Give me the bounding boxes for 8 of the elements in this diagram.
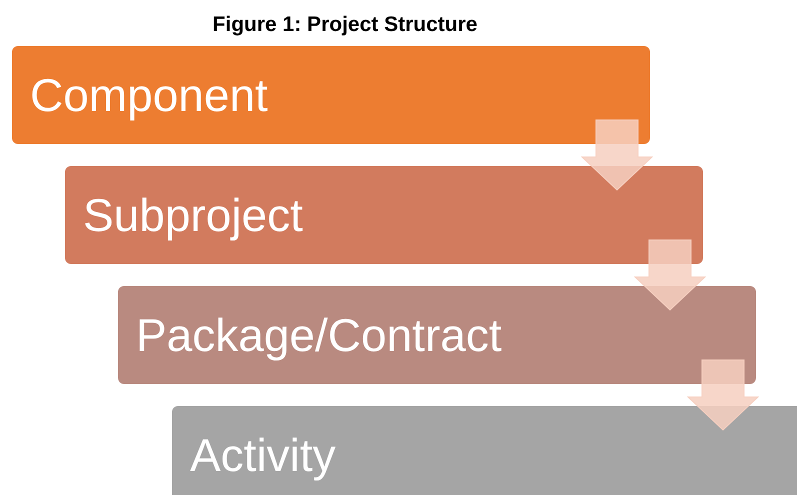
- down-arrow: [634, 240, 706, 311]
- level-box: Component: [12, 46, 650, 144]
- down-arrow: [580, 120, 654, 191]
- level-box: Activity: [172, 406, 797, 495]
- level-box: Subproject: [65, 166, 703, 264]
- down-arrow: [686, 360, 760, 431]
- level-box: Package/Contract: [118, 286, 756, 384]
- figure-title: Figure 1: Project Structure: [212, 12, 478, 38]
